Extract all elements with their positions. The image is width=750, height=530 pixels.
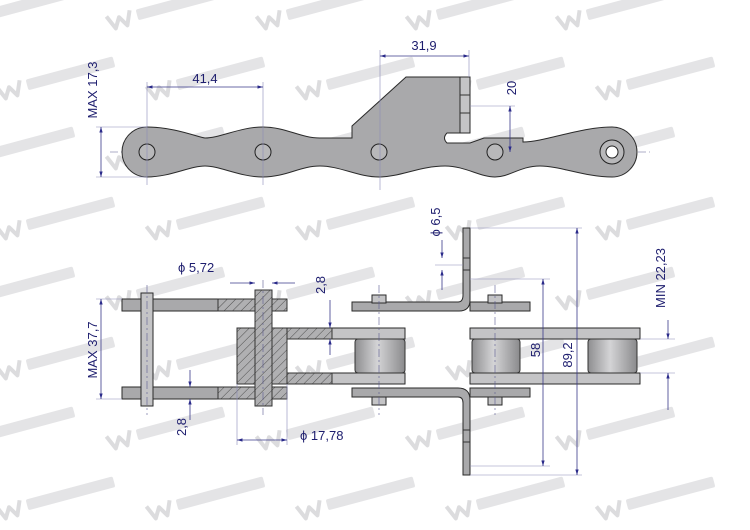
watermark-logo [444, 476, 565, 521]
watermark-logo [254, 0, 375, 31]
side-view: 41,4 31,9 20 MAX 17,3 [85, 38, 650, 190]
chain-link-plate [121, 76, 638, 178]
attachment-plate-bottom [351, 387, 471, 476]
watermark-logo [0, 406, 75, 440]
inner-width-dimension: MIN 22,23 [653, 248, 668, 308]
hole-diameter-dimension: ϕ 6,5 [428, 208, 443, 237]
watermark-layer [0, 0, 715, 521]
watermark-logo [404, 406, 525, 451]
attachment-tab [459, 76, 471, 134]
pin-hole [486, 143, 504, 161]
attachment-height-dimension: 20 [504, 81, 519, 95]
watermark-logo [0, 336, 115, 381]
watermark-logo [404, 0, 525, 31]
pitch-dimension: 41,4 [192, 71, 217, 86]
watermark-logo [104, 406, 225, 451]
plate-thickness-bottom-dimension: 2,8 [174, 418, 189, 436]
inner-plate [469, 372, 641, 385]
plate-thickness-top-dimension: 2,8 [313, 276, 328, 294]
watermark-logo [594, 476, 715, 521]
pin-section [254, 289, 273, 407]
watermark-logo [0, 476, 115, 521]
outer-plate [469, 387, 531, 398]
watermark-logo [0, 0, 75, 20]
plate-height-dimension: MAX 17,3 [85, 61, 100, 118]
watermark-logo [144, 476, 265, 521]
attachment-span-dimension: 89,2 [560, 342, 575, 367]
watermark-logo [594, 56, 715, 101]
overall-width-dimension: MAX 37,7 [85, 321, 100, 378]
watermark-logo [144, 196, 265, 241]
pin-bore [605, 145, 619, 159]
watermark-logo [554, 406, 675, 451]
watermark-logo [294, 196, 415, 241]
watermark-logo [0, 196, 115, 241]
roller [354, 338, 406, 374]
watermark-logo [0, 266, 75, 300]
attachment-width-dimension: 31,9 [411, 38, 436, 53]
roller [587, 338, 638, 374]
watermark-logo [0, 126, 75, 160]
watermark-logo [554, 0, 675, 31]
watermark-logo [104, 0, 225, 31]
watermark-logo [294, 56, 415, 101]
watermark-logo [0, 56, 115, 101]
pin-diameter-dimension: ϕ 5,72 [178, 260, 214, 275]
inner-plate [469, 327, 641, 340]
watermark-logo [294, 476, 415, 521]
watermark-logo [594, 196, 715, 241]
pin-hole [370, 143, 388, 161]
hole-spacing-dimension: 58 [528, 343, 543, 357]
roller [471, 338, 521, 374]
top-view: ϕ 5,72 2,8 MAX 37,7 2,8 ϕ 17,78 ϕ 6,5 58… [85, 208, 675, 476]
roller-diameter-dimension: ϕ 17,78 [300, 428, 343, 443]
